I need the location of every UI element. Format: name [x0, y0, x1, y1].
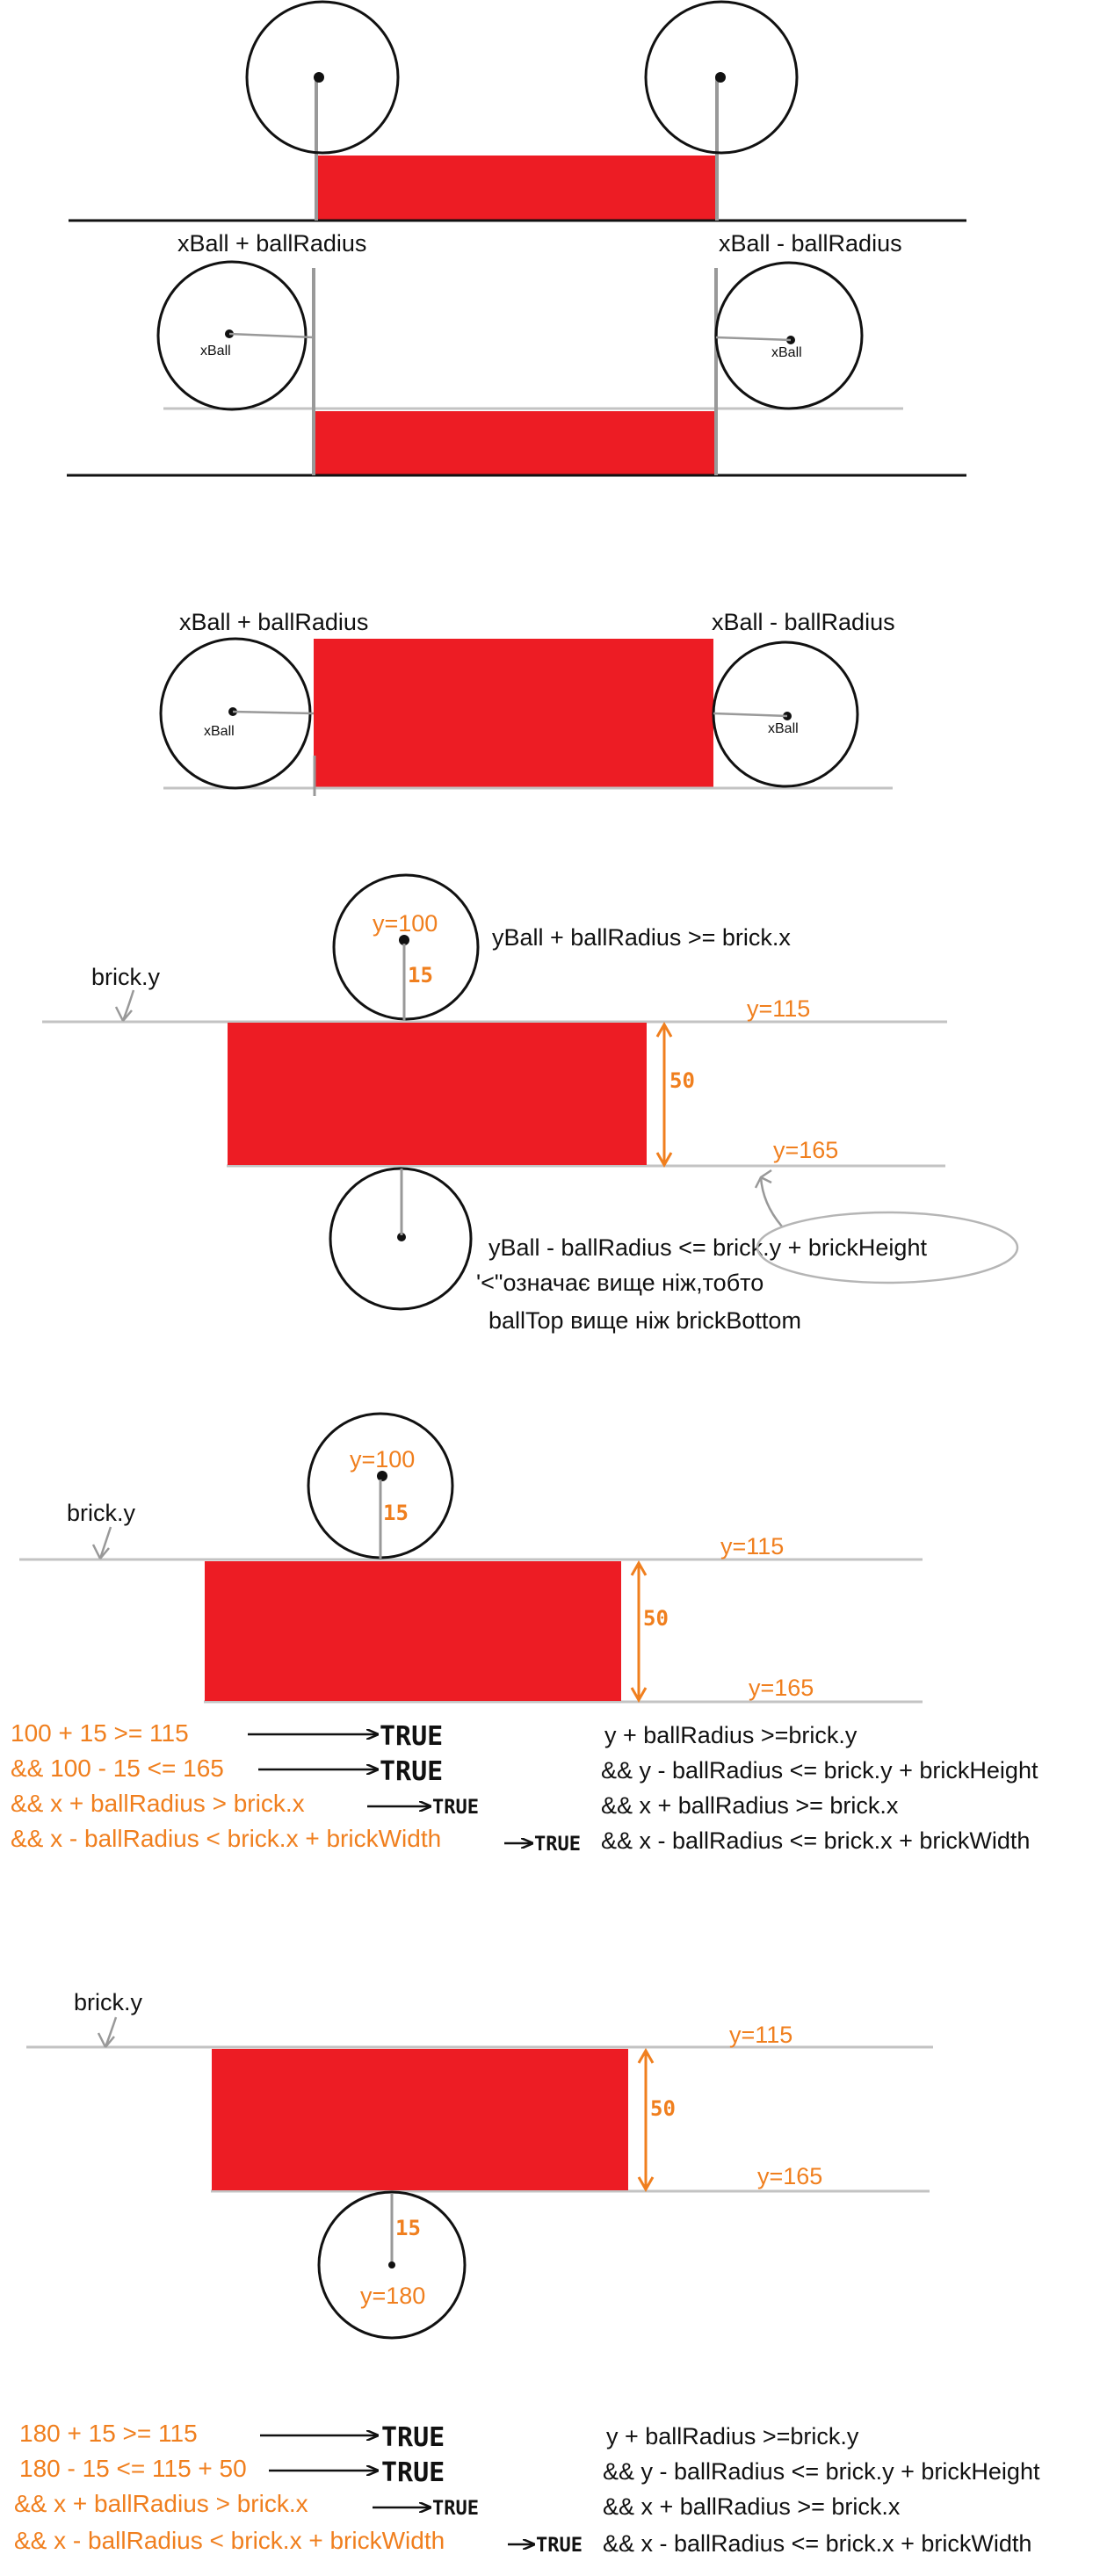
- check-line-3: && x + ballRadius > brick.x: [14, 2490, 308, 2517]
- note-line-2: ballTop вище ніж brickBottom: [488, 1307, 801, 1334]
- ball-center-dot: [388, 2261, 395, 2268]
- brick: [314, 639, 713, 788]
- formula-line-1: y + ballRadius >=brick.y: [604, 1722, 858, 1748]
- label-radius-15: 15: [395, 2216, 421, 2240]
- check-line-1: 100 + 15 >= 115: [11, 1719, 189, 1747]
- label-y165: y=165: [757, 2163, 822, 2189]
- true-label: TRUE: [432, 1797, 479, 1819]
- panel-1: [69, 0, 966, 222]
- true-label: TRUE: [432, 2498, 479, 2520]
- label-xball-minus: xBall - ballRadius: [712, 609, 895, 635]
- arrow-brick-y: [97, 2016, 118, 2048]
- note-line-1: '<"означає вище ніж,тобто: [476, 1270, 763, 1296]
- label-y180: y=180: [360, 2283, 425, 2309]
- label-xball-plus: xBall + ballRadius: [179, 609, 368, 635]
- label-brick-y: brick.y: [67, 1500, 136, 1526]
- dimension-arrowheads: [655, 1021, 673, 1169]
- label-radius-15: 15: [383, 1501, 409, 1525]
- check-line-3: && x + ballRadius > brick.x: [11, 1790, 305, 1817]
- label-y100: y=100: [350, 1446, 415, 1473]
- radius-line: [228, 332, 315, 339]
- formula-line-1: y + ballRadius >=brick.y: [606, 2423, 859, 2449]
- brick: [205, 1561, 621, 1701]
- brick: [315, 156, 719, 221]
- label-y100: y=100: [373, 910, 438, 937]
- ball-center-dot: [377, 1471, 387, 1481]
- panel-5: brick.y y=100 15 y=115 50 y=165 100 + 15…: [11, 1412, 1038, 1856]
- label-xball: xBall: [200, 344, 231, 358]
- label-height-50: 50: [650, 2096, 676, 2121]
- label-y115: y=115: [747, 995, 810, 1022]
- arrow-y165: [754, 1169, 783, 1227]
- formula-line-4: && x - ballRadius <= brick.x + brickWidt…: [603, 2530, 1031, 2557]
- label-xball-plus: xBall + ballRadius: [177, 230, 366, 257]
- formula-line-2: && y - ballRadius <= brick.y + brickHeig…: [603, 2458, 1040, 2485]
- panel-6: brick.y y=115 50 y=165 15 y=180 180 + 15…: [14, 1989, 1040, 2557]
- condition-top: yBall + ballRadius >= brick.x: [492, 924, 791, 951]
- label-height-50: 50: [643, 1606, 669, 1631]
- true-label: TRUE: [381, 2457, 445, 2488]
- label-radius-15: 15: [408, 963, 433, 988]
- ball-left: [156, 260, 308, 411]
- label-brick-y: brick.y: [91, 964, 161, 990]
- ball-right: [714, 261, 864, 410]
- label-y165: y=165: [773, 1137, 838, 1163]
- ball-left: [245, 0, 400, 155]
- check-line-4: && x - ballRadius < brick.x + brickWidth: [11, 1825, 441, 1852]
- ball-right: [644, 0, 799, 155]
- condition-bottom: yBall - ballRadius <= brick.y + brickHei…: [488, 1234, 927, 1261]
- panel-3: xBall + ballRadius xBall - ballRadius xB…: [159, 609, 895, 796]
- radius-line: [715, 336, 792, 342]
- formula-line-2: && y - ballRadius <= brick.y + brickHeig…: [601, 1757, 1038, 1784]
- ball-bottom: [317, 2190, 467, 2340]
- radius-line: [713, 712, 788, 718]
- arrow-brick-y: [114, 989, 135, 1022]
- ball-center-dot: [314, 72, 324, 83]
- radius-line: [232, 710, 315, 715]
- panel-2: xBall + ballRadius xBall - ballRadius xB…: [67, 230, 966, 477]
- dimension-arrowheads: [637, 2047, 655, 2193]
- check-line-4: && x - ballRadius < brick.x + brickWidth: [14, 2527, 445, 2554]
- label-xball-minus: xBall - ballRadius: [719, 230, 902, 257]
- ball-center-dot: [399, 935, 409, 945]
- label-xball: xBall: [204, 724, 235, 739]
- arrow-brick-y: [91, 1526, 112, 1559]
- check-line-1: 180 + 15 >= 115: [19, 2420, 198, 2447]
- label-xball: xBall: [768, 721, 799, 736]
- panel-4: brick.y y=100 15 yBall + ballRadius >= b…: [42, 873, 1019, 1334]
- brick: [212, 2049, 628, 2190]
- brick: [228, 1023, 647, 1165]
- formula-line-3: && x + ballRadius >= brick.x: [603, 2493, 901, 2520]
- brick: [315, 411, 717, 475]
- formula-line-3: && x + ballRadius >= brick.x: [601, 1792, 899, 1819]
- true-label: TRUE: [381, 2422, 445, 2453]
- true-label: TRUE: [534, 1834, 581, 1856]
- true-label: TRUE: [380, 1756, 443, 1787]
- label-height-50: 50: [669, 1068, 695, 1093]
- ball-top: [332, 873, 480, 1021]
- true-label: TRUE: [536, 2535, 583, 2557]
- label-xball: xBall: [771, 345, 802, 360]
- label-brick-y: brick.y: [74, 1989, 143, 2015]
- check-line-2: 180 - 15 <= 115 + 50: [19, 2455, 247, 2482]
- dimension-arrowheads: [630, 1559, 648, 1704]
- ball-center-dot: [715, 72, 726, 83]
- label-y165: y=165: [749, 1675, 814, 1701]
- ball-center-dot: [397, 1233, 406, 1241]
- formula-line-4: && x - ballRadius <= brick.x + brickWidt…: [601, 1827, 1030, 1854]
- label-y115: y=115: [729, 2022, 792, 2048]
- true-label: TRUE: [380, 1721, 443, 1752]
- highlight-ellipse: [756, 1211, 1019, 1284]
- check-line-2: && 100 - 15 <= 165: [11, 1755, 224, 1782]
- label-y115: y=115: [720, 1533, 784, 1559]
